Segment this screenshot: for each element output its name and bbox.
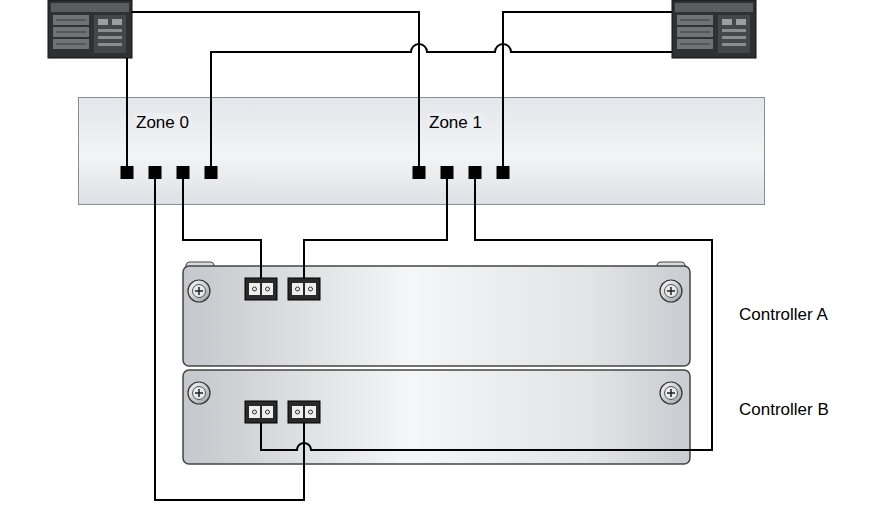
switch-port bbox=[441, 166, 454, 179]
switch-port bbox=[177, 166, 190, 179]
controller-label: Controller B bbox=[737, 400, 831, 420]
port-cable bbox=[418, 97, 420, 166]
host-cable bbox=[126, 58, 128, 97]
switch-port bbox=[121, 166, 134, 179]
port-cable bbox=[126, 97, 128, 166]
server-host bbox=[48, 0, 132, 58]
zone-label: Zone 0 bbox=[134, 113, 191, 133]
controller-module: Controller A bbox=[183, 262, 690, 368]
zone-label: Zone 1 bbox=[427, 113, 484, 133]
controller-panel bbox=[183, 262, 690, 366]
switch-port bbox=[497, 166, 510, 179]
fc-port bbox=[245, 278, 277, 300]
host-cable bbox=[211, 44, 672, 97]
switch-port bbox=[413, 166, 426, 179]
fc-switch: Zone 0 Zone 1 bbox=[78, 97, 765, 205]
port-cable bbox=[210, 97, 212, 166]
fibre-cable bbox=[155, 205, 304, 500]
port-cable bbox=[502, 97, 504, 166]
fc-port bbox=[245, 401, 277, 423]
controller-module: Controller B bbox=[183, 368, 690, 466]
fc-port bbox=[288, 278, 320, 300]
fibre-cable bbox=[183, 205, 261, 278]
host-cable bbox=[127, 12, 672, 97]
switch-port bbox=[469, 166, 482, 179]
host-cable bbox=[503, 12, 672, 97]
server-host bbox=[672, 0, 756, 58]
fibre-cable bbox=[261, 205, 712, 450]
controller-label: Controller A bbox=[737, 305, 830, 325]
switch-port bbox=[205, 166, 218, 179]
switch-port bbox=[149, 166, 162, 179]
fibre-cable bbox=[304, 205, 447, 278]
fc-port bbox=[288, 401, 320, 423]
host-cable bbox=[132, 12, 419, 97]
